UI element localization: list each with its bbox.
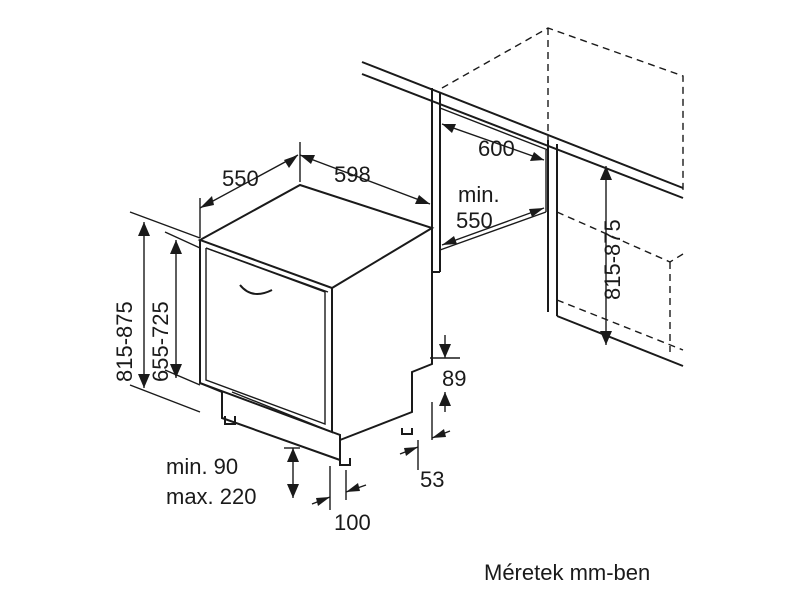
label-niche-height-815-875: 815-875 (600, 219, 625, 300)
dimension-lines (129, 123, 612, 510)
door-handle (239, 284, 273, 295)
foot-front-right (339, 458, 351, 466)
label-door-height-655-725: 655-725 (148, 301, 173, 382)
label-height-815-875-left: 815-875 (112, 301, 137, 382)
label-foot-53: 53 (420, 467, 444, 492)
kitchen-niche (361, 27, 684, 367)
label-niche-depth-min: min. (458, 182, 500, 207)
foot-front-left (224, 416, 236, 425)
label-niche-depth-550: 550 (456, 208, 493, 233)
label-depth-550: 550 (222, 166, 259, 191)
caption: Méretek mm-ben (484, 560, 650, 585)
label-width-598: 598 (334, 162, 371, 187)
label-plinth-max-220: max. 220 (166, 484, 257, 509)
label-plinth-depth-100: 100 (334, 510, 371, 535)
dishwasher (197, 183, 435, 466)
foot-back-right (401, 428, 413, 435)
label-plinth-89: 89 (442, 366, 466, 391)
label-plinth-min-90: min. 90 (166, 454, 238, 479)
label-niche-width-600: 600 (478, 136, 515, 161)
